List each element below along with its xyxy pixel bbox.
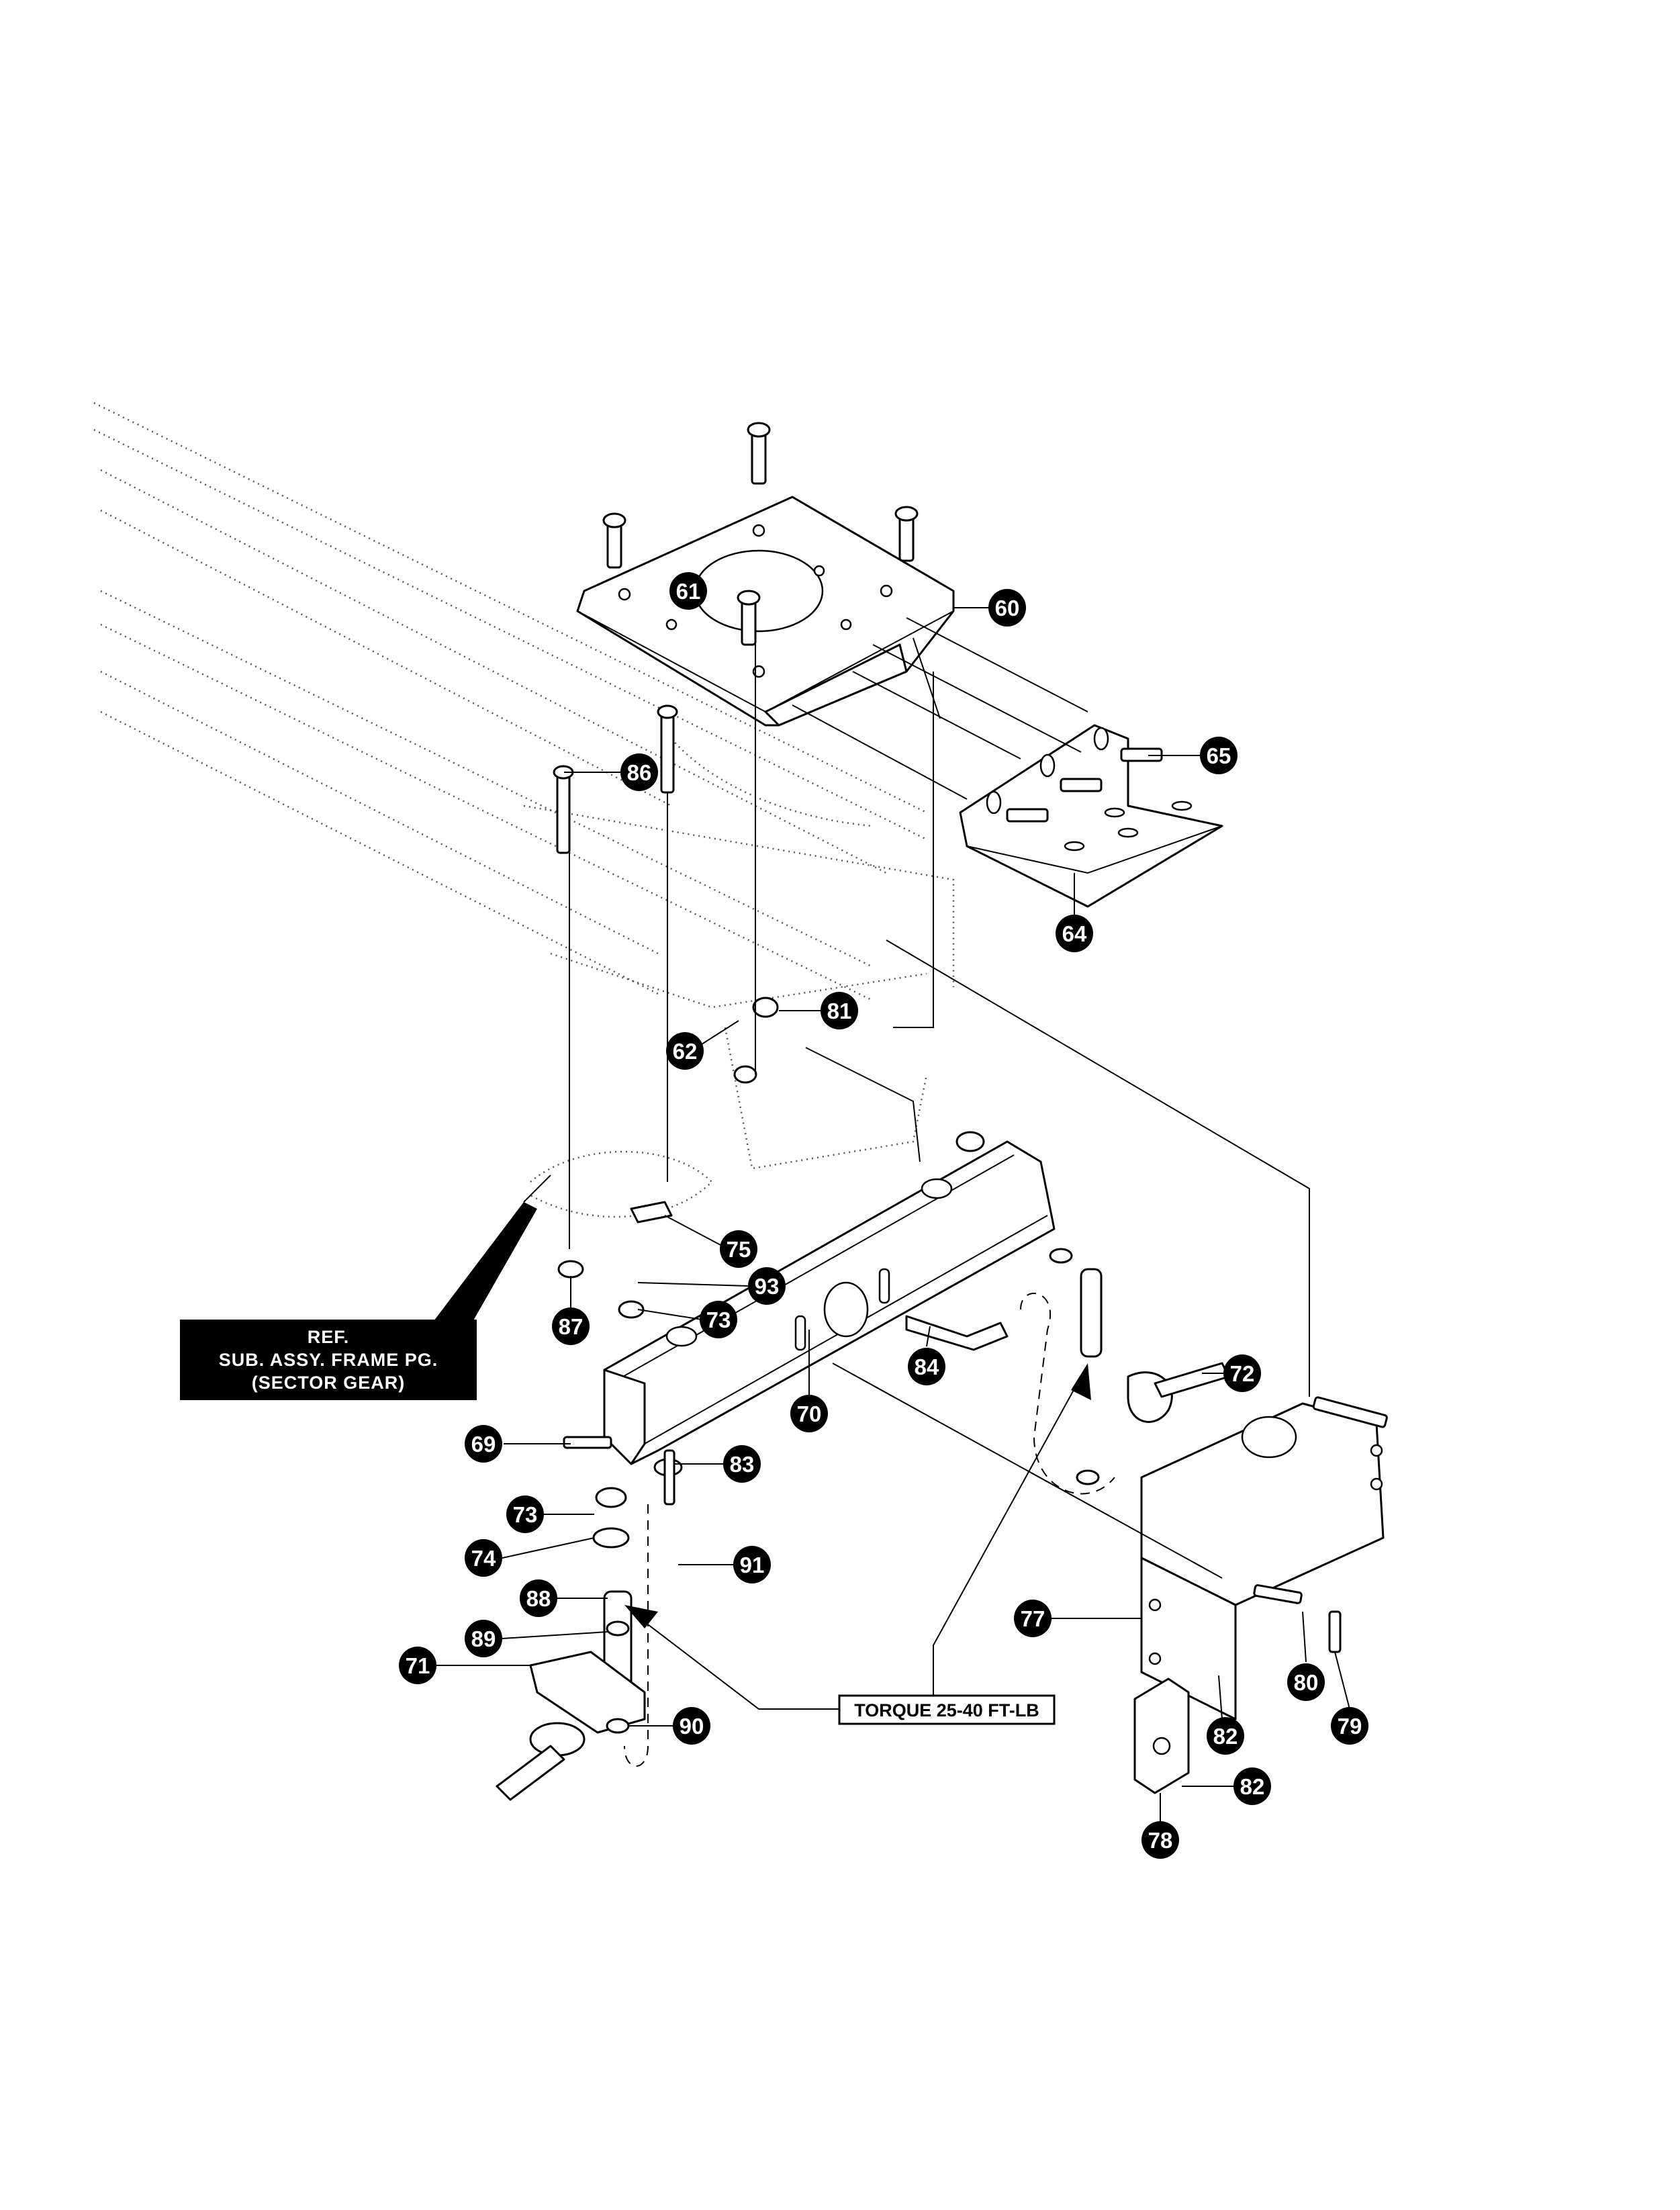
callout-label: 89	[471, 1626, 496, 1651]
callout-69: 69	[465, 1425, 571, 1463]
bracket-64	[959, 724, 1223, 908]
callout-79: 79	[1331, 1651, 1368, 1745]
callout-label: 73	[706, 1307, 731, 1332]
spindle-71	[496, 1590, 646, 1801]
pivot-bracket-77	[1140, 1402, 1385, 1720]
callout-64: 64	[1056, 873, 1093, 952]
callout-88: 88	[520, 1579, 608, 1617]
callout-label: 78	[1148, 1828, 1173, 1853]
callout-86: 86	[564, 753, 658, 791]
callout-90: 90	[628, 1707, 710, 1745]
torque-box: TORQUE 25-40 FT-LB	[624, 1363, 1091, 1725]
callout-label: 88	[526, 1586, 551, 1611]
callout-82-lower: 82	[1182, 1767, 1271, 1805]
carriage-bolts-top	[602, 422, 919, 646]
callout-78: 78	[1141, 1793, 1179, 1859]
callout-61: 61	[669, 572, 707, 610]
callout-label: 79	[1338, 1714, 1362, 1739]
callout-82-upper: 82	[1207, 1675, 1244, 1755]
callout-89: 89	[465, 1620, 608, 1657]
callout-71: 71	[399, 1647, 530, 1684]
bracket-78	[1133, 1677, 1190, 1794]
callout-label: 75	[727, 1237, 751, 1262]
vertical-bolts	[553, 704, 678, 1506]
callout-83: 83	[675, 1445, 761, 1483]
callout-label: 91	[740, 1553, 765, 1577]
ref-line-3: (SECTOR GEAR)	[252, 1373, 406, 1393]
callout-label: 77	[1021, 1606, 1045, 1631]
ref-pointer-arrow	[430, 1202, 537, 1326]
callout-74: 74	[465, 1537, 595, 1577]
torque-arrow-left	[624, 1605, 658, 1628]
clip-75	[630, 1201, 673, 1224]
callout-87: 87	[552, 1276, 590, 1345]
torque-arrow-right	[1071, 1363, 1091, 1400]
callout-label: 93	[755, 1274, 780, 1299]
callout-62: 62	[666, 1020, 739, 1070]
tie-rod-84	[905, 1315, 1009, 1351]
callout-60: 60	[953, 589, 1026, 627]
callout-75: 75	[664, 1215, 757, 1268]
bolt-69	[563, 1436, 612, 1449]
callout-label: 73	[513, 1502, 538, 1527]
ref-line-1: REF.	[308, 1327, 350, 1347]
callout-65: 65	[1148, 737, 1238, 774]
callout-77: 77	[1014, 1600, 1141, 1637]
callout-label: 62	[673, 1039, 698, 1064]
callout-label: 74	[471, 1546, 496, 1571]
callout-label: 86	[627, 760, 652, 785]
callout-72: 72	[1202, 1354, 1261, 1392]
axle-beam	[603, 1140, 1056, 1465]
mounting-plate	[576, 496, 955, 727]
callout-label: 83	[730, 1452, 755, 1477]
callout-73-upper: 73	[637, 1301, 737, 1338]
ref-box: REF. SUB. ASSY. FRAME PG. (SECTOR GEAR)	[180, 1175, 551, 1400]
callout-84: 84	[908, 1326, 945, 1385]
callout-label: 69	[471, 1432, 496, 1457]
callout-label: 65	[1207, 743, 1231, 768]
callout-label: 72	[1230, 1361, 1255, 1386]
callout-label: 90	[680, 1714, 704, 1739]
callout-93: 93	[637, 1267, 786, 1305]
leader-lines	[569, 604, 1310, 1767]
callout-label: 81	[827, 999, 852, 1023]
callout-label: 80	[1294, 1670, 1319, 1695]
callout-label: 70	[797, 1401, 822, 1426]
callout-label: 60	[995, 596, 1020, 620]
callout-70: 70	[790, 1330, 828, 1432]
callout-label: 82	[1240, 1774, 1265, 1799]
washers-bushings	[557, 997, 1100, 1734]
torque-label: TORQUE 25-40 FT-LB	[854, 1700, 1039, 1720]
callout-label: 82	[1213, 1724, 1238, 1749]
ref-line-2: SUB. ASSY. FRAME PG.	[219, 1350, 438, 1370]
callout-80: 80	[1287, 1611, 1325, 1701]
callout-label: 84	[915, 1354, 939, 1379]
callout-91: 91	[678, 1546, 771, 1583]
callout-81: 81	[779, 992, 858, 1029]
callout-label: 61	[676, 579, 701, 604]
callout-label: 87	[559, 1314, 584, 1339]
bolts-65	[1006, 747, 1163, 823]
callout-label: 71	[406, 1653, 430, 1678]
callout-73-lower: 73	[506, 1495, 594, 1533]
spindle-72	[1080, 1268, 1230, 1423]
callout-label: 64	[1062, 921, 1087, 946]
